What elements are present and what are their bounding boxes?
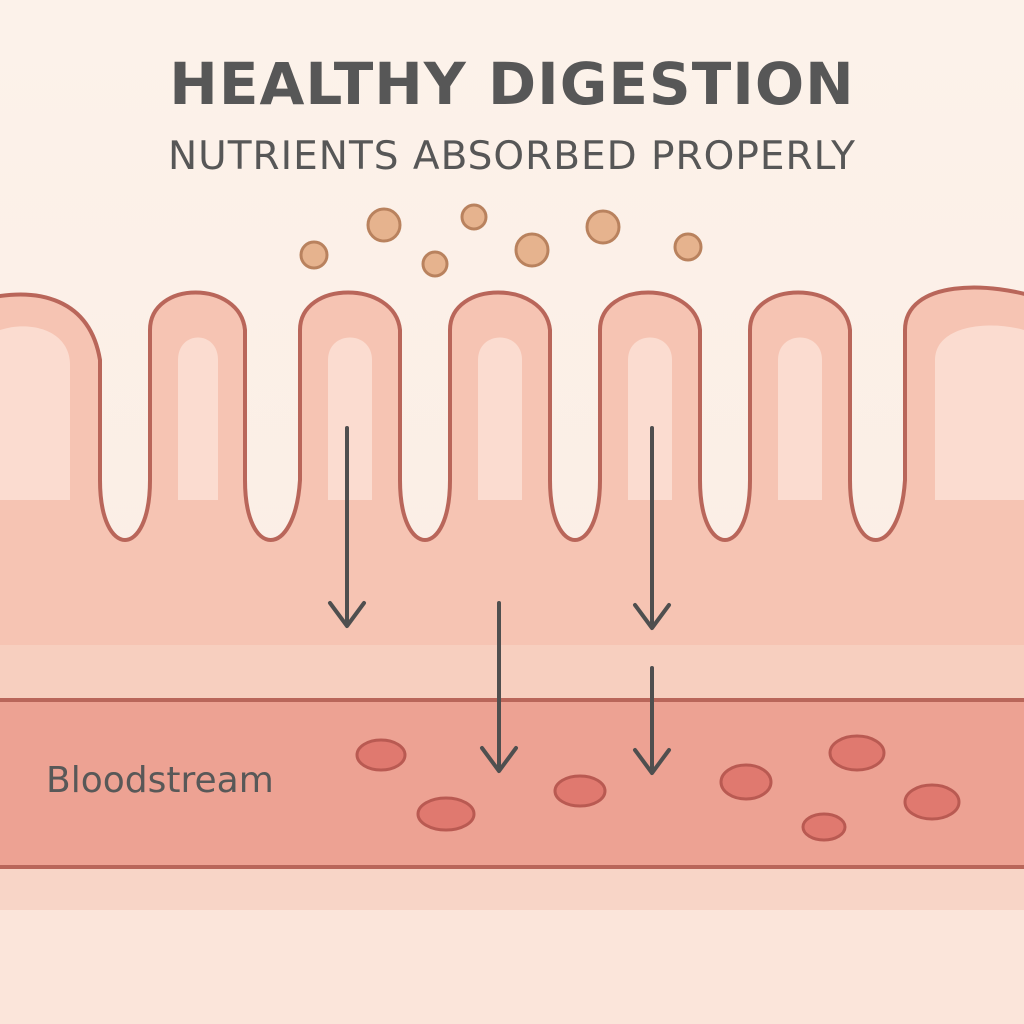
villus-core-6 (935, 325, 1024, 500)
nutrient-particle (585, 209, 621, 245)
absorption-arrow (480, 601, 518, 773)
absorption-arrows (328, 426, 671, 775)
blood-cell (903, 783, 961, 821)
nutrient-particle (460, 203, 488, 231)
nutrient-particle (421, 250, 449, 278)
nutrient-particles (299, 203, 703, 278)
blood-cell (416, 796, 476, 832)
nutrient-particle (673, 232, 703, 262)
absorption-arrow (633, 426, 671, 630)
nutrient-particle (299, 240, 329, 270)
villus-core-4 (628, 337, 672, 500)
nutrient-particle (366, 207, 402, 243)
nutrient-particle (514, 232, 550, 268)
blood-cell (801, 812, 847, 842)
blood-vessel (0, 700, 1024, 868)
blood-cell (828, 734, 886, 772)
absorption-arrow (328, 426, 366, 628)
villus-core-0 (0, 326, 70, 500)
villus-core-5 (778, 337, 822, 500)
absorption-arrow (633, 666, 671, 775)
blood-cell (553, 774, 607, 808)
page-subtitle: NUTRIENTS ABSORBED PROPERLY (167, 134, 856, 179)
blood-cell (719, 763, 773, 801)
submucosa-band (0, 645, 1024, 700)
blood-cells (355, 734, 961, 842)
villus-core-2 (328, 337, 372, 500)
villus-core-3 (478, 337, 522, 500)
bloodstream-label: Bloodstream (46, 760, 274, 801)
lower-tissue-band (0, 868, 1024, 910)
blood-cell (355, 738, 407, 772)
page-title: HEALTHY DIGESTION (169, 50, 855, 118)
villus-core-1 (178, 337, 218, 500)
